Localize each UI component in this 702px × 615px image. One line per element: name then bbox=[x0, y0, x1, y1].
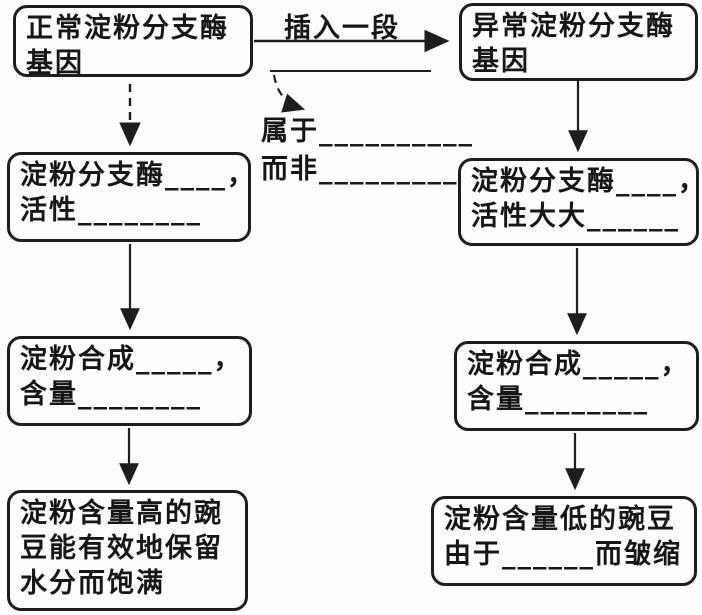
belongs-to-blank: 属于__________ bbox=[261, 116, 474, 147]
box-enzyme-right: 淀粉分支酶____， 活性大大______ bbox=[458, 158, 702, 246]
box-synthesis-left: 淀粉合成_____， 含量________ bbox=[7, 336, 252, 426]
box-enzyme-left-line2: 活性________ bbox=[20, 195, 202, 226]
box-enzyme-left: 淀粉分支酶____， 活性________ bbox=[7, 152, 256, 242]
box-pea-left-line2: 豆能有效地保留 bbox=[20, 533, 223, 564]
box-pea-right: 淀粉含量低的豌豆 由于______而皱缩 bbox=[431, 496, 697, 586]
box-pea-left-line1: 淀粉含量高的豌 bbox=[20, 498, 223, 529]
rather-than-blank: 而非__________ bbox=[261, 154, 474, 185]
belongs-note-dashed-arrow bbox=[272, 74, 306, 113]
insert-segment-label: 插入一段 bbox=[284, 13, 400, 44]
box-enzyme-left-line1: 淀粉分支酶____， bbox=[20, 160, 256, 191]
box-synthesis-right-line2: 含量________ bbox=[467, 384, 649, 415]
box-abnormal-gene-line2: 基因 bbox=[472, 46, 530, 77]
box-synthesis-left-line1: 淀粉合成_____， bbox=[20, 344, 243, 375]
box-normal-gene-line2: 基因 bbox=[26, 48, 84, 79]
box-pea-right-line1: 淀粉含量低的豌豆 bbox=[444, 504, 676, 535]
box-abnormal-gene-line1: 异常淀粉分支酶 bbox=[472, 11, 675, 42]
belongs-note: 属于__________ 而非__________ bbox=[261, 113, 474, 189]
box-pea-left-line3: 水分而饱满 bbox=[20, 568, 165, 599]
box-synthesis-right: 淀粉合成_____， 含量________ bbox=[454, 341, 699, 431]
box-enzyme-right-line2: 活性大大______ bbox=[471, 201, 680, 232]
box-abnormal-gene: 异常淀粉分支酶 基因 bbox=[459, 3, 698, 81]
box-normal-gene: 正常淀粉分支酶 基因 bbox=[13, 5, 253, 79]
box-pea-left: 淀粉含量高的豌 豆能有效地保留 水分而饱满 bbox=[7, 490, 248, 611]
box-normal-gene-line1: 正常淀粉分支酶 bbox=[26, 13, 229, 44]
box-enzyme-right-line1: 淀粉分支酶____， bbox=[471, 166, 702, 197]
box-synthesis-right-line1: 淀粉合成_____， bbox=[467, 349, 690, 380]
box-pea-right-line2: 由于______而皱缩 bbox=[444, 539, 682, 570]
box-synthesis-left-line2: 含量________ bbox=[20, 379, 202, 410]
